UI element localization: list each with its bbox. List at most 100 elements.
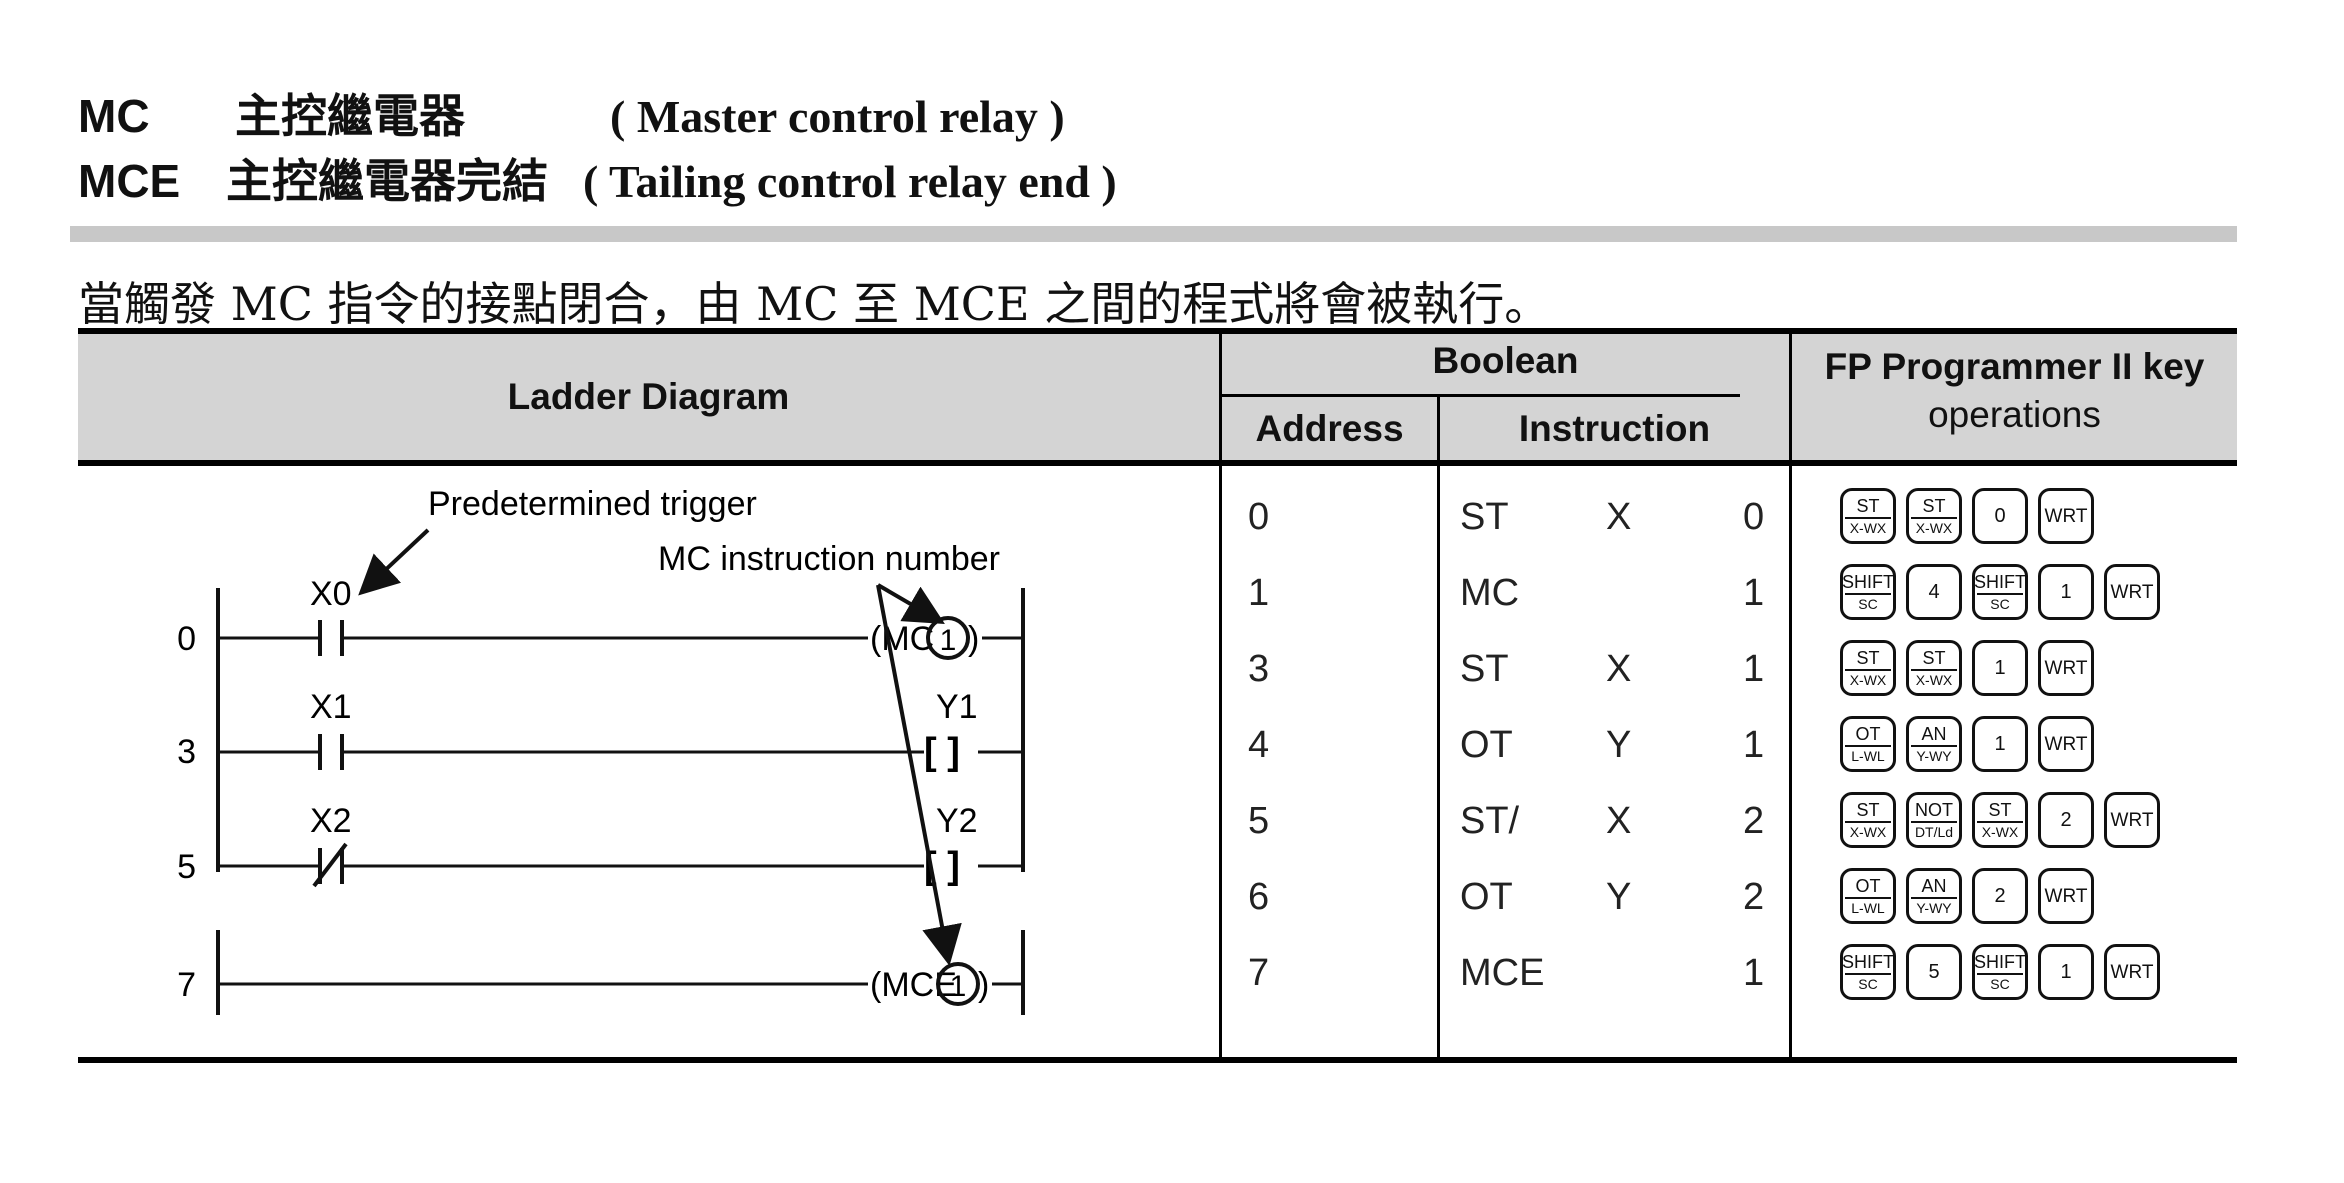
rung-number-7: 7 [177, 966, 196, 1004]
key-label: AN [1921, 724, 1947, 744]
instruction-device-cell: X [1606, 800, 1632, 842]
instruction-number-cell: 2 [1743, 876, 1765, 918]
rung-5: 5 X2 Y2 [ ] [177, 802, 1023, 888]
annotation-predetermined-trigger: Predetermined trigger [428, 485, 757, 523]
column-divider-address [1437, 394, 1440, 1063]
heading-mc-chinese: 主控繼電器 [235, 89, 465, 143]
key-label: WRT [2110, 809, 2154, 831]
contact-label-x2: X2 [310, 802, 352, 840]
programmer-key: 1 [2038, 564, 2094, 620]
programmer-key: 1 [2038, 944, 2094, 1000]
header-address: Address [1255, 408, 1404, 449]
key-label: ST [1922, 496, 1946, 516]
programmer-key: WRT [2104, 564, 2160, 620]
instruction-device-cell: X [1606, 496, 1632, 538]
key-label: SHIFT [1842, 952, 1894, 972]
mc-number: 1 [940, 624, 957, 657]
address-cell: 0 [1248, 496, 1270, 538]
instruction-device-cell: Y [1606, 724, 1632, 766]
instruction-number-cell: 1 [1743, 572, 1765, 614]
rung-7: 7 (MCE 1 ) [177, 930, 1025, 1015]
instruction-number-cell: 2 [1743, 800, 1765, 842]
key-sublabel: DT/Ld [1911, 821, 1957, 839]
key-label: OT [1855, 724, 1881, 744]
instruction-table: Ladder Diagram Boolean Address Instructi… [78, 328, 2237, 1064]
key-label: ST [1856, 800, 1880, 820]
table-top-border [78, 328, 2237, 334]
key-sublabel: Y-WY [1911, 745, 1957, 763]
key-sublabel: X-WX [1845, 821, 1891, 839]
key-label: ST [1856, 648, 1880, 668]
key-sublabel: SC [1977, 973, 2023, 991]
table-bottom-border [78, 1057, 2237, 1063]
key-label: 1 [2060, 581, 2072, 603]
key-sublabel: SC [1977, 593, 2023, 611]
programmer-key: 1 [1972, 640, 2028, 696]
programmer-key: WRT [2038, 868, 2094, 924]
key-label: 1 [1994, 657, 2006, 679]
key-label: 5 [1928, 961, 1940, 983]
key-sublabel: SC [1845, 973, 1891, 991]
contact-x2-slash [312, 842, 348, 888]
column-divider-boolean [1789, 328, 1792, 1063]
programmer-key: WRT [2104, 944, 2160, 1000]
programmer-key: 4 [1906, 564, 1962, 620]
programmer-key: 2 [1972, 868, 2028, 924]
heading-mc-english: ( Master control relay ) [610, 91, 1065, 142]
address-cell: 1 [1248, 572, 1270, 614]
mc-coil-label: (MC [870, 620, 934, 658]
instruction-number-cell: 1 [1743, 952, 1765, 994]
key-label: AN [1921, 876, 1947, 896]
header-instruction: Instruction [1518, 408, 1711, 449]
heading-mce-chinese: 主控繼電器完結 [226, 154, 548, 208]
instruction-device-cell: Y [1606, 876, 1632, 918]
rung-3: 3 X1 Y1 [ ] [177, 688, 1023, 773]
address-cell: 7 [1248, 952, 1270, 994]
key-sublabel: X-WX [1845, 669, 1891, 687]
instruction-number-cell: 0 [1743, 496, 1765, 538]
rung-number-0: 0 [177, 620, 196, 658]
address-cell: 6 [1248, 876, 1270, 918]
header-fp-programmer-line1: FP Programmer II key [1824, 346, 2205, 387]
instruction-op-cell: ST [1460, 648, 1509, 690]
heading-mc-code: MC [78, 90, 150, 142]
instruction-op-cell: MCE [1460, 952, 1545, 994]
mc-close-paren: ) [968, 620, 979, 658]
mce-number: 1 [950, 970, 967, 1003]
programmer-key: WRT [2038, 488, 2094, 544]
programmer-key: 2 [2038, 792, 2094, 848]
programmer-key: WRT [2038, 716, 2094, 772]
programmer-key: 5 [1906, 944, 1962, 1000]
rung-0: 0 X0 (MC 1 ) [177, 575, 1023, 660]
mc-number-arrow [876, 583, 945, 625]
key-sublabel: X-WX [1845, 517, 1891, 535]
mce-number-arrow [876, 584, 962, 966]
coil-label-y2: Y2 [936, 802, 978, 840]
contact-label-x1: X1 [310, 688, 352, 726]
instruction-device-cell: X [1606, 648, 1632, 690]
column-divider-ladder [1219, 328, 1222, 1063]
header-boolean: Boolean [1432, 340, 1579, 381]
table-header-border [78, 460, 2237, 466]
address-cell: 3 [1248, 648, 1270, 690]
key-sublabel: Y-WY [1911, 897, 1957, 915]
programmer-key: 0 [1972, 488, 2028, 544]
key-sublabel: X-WX [1911, 517, 1957, 535]
programmer-key: WRT [2104, 792, 2160, 848]
key-label: 2 [2060, 809, 2072, 831]
header-fp-programmer-line2: operations [1928, 394, 2101, 435]
